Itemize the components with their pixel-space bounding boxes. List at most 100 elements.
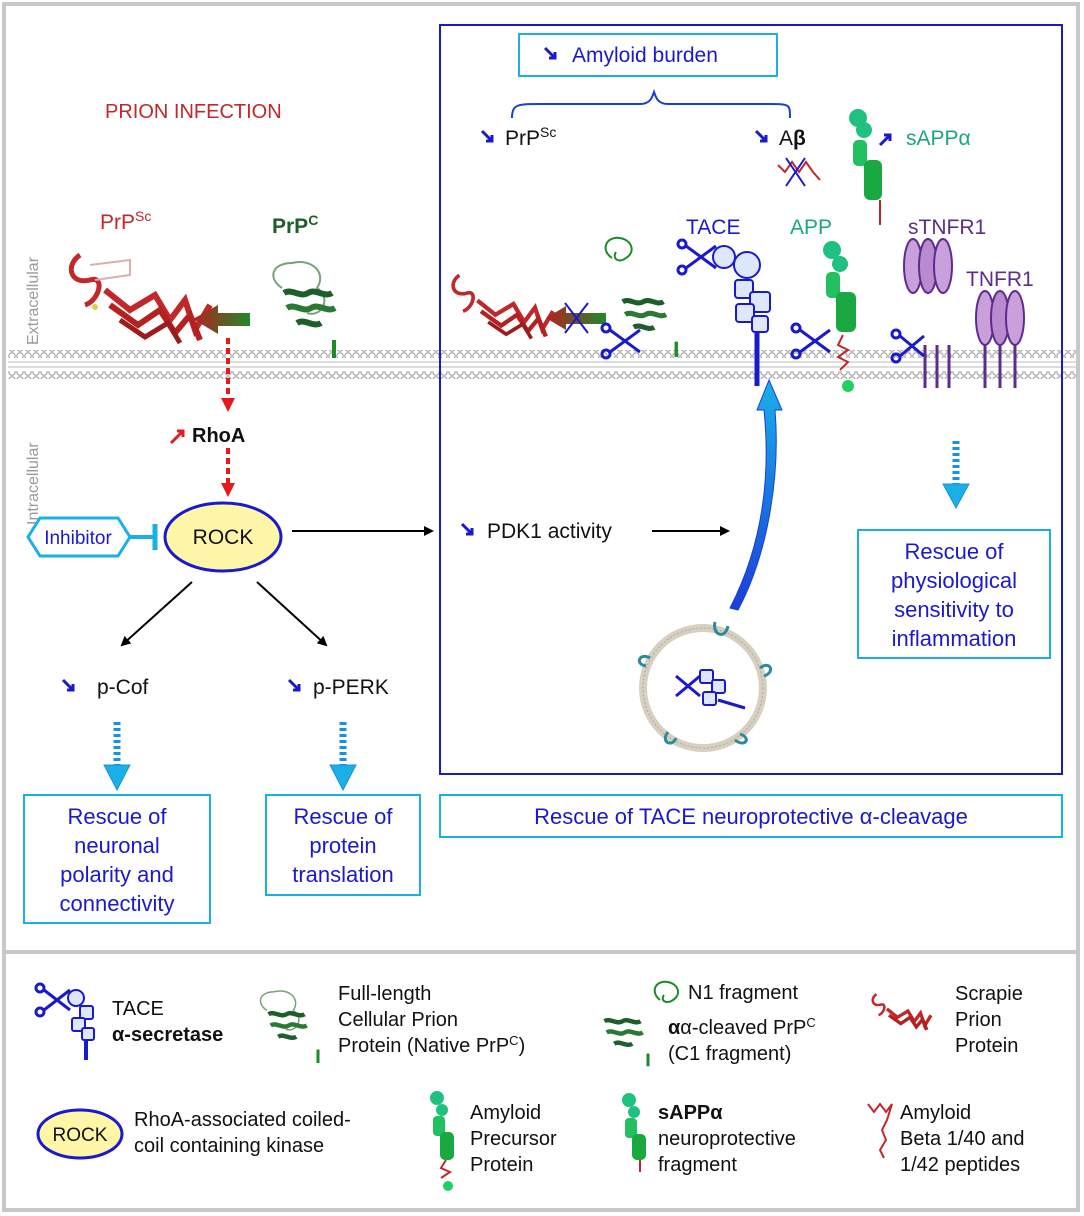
sappa-fragment-icon [849, 109, 882, 225]
legend-abeta-line3: 1/42 peptides [900, 1154, 1020, 1176]
rock-to-pperk-arrow [256, 581, 328, 647]
abeta-label: Aβ [779, 127, 806, 150]
pperk-rescue-arrow [329, 722, 357, 792]
amyloid-brace [511, 88, 791, 119]
app-label: APP [790, 216, 832, 239]
legend-n1-label: N1 fragment [688, 982, 798, 1004]
rescue-polarity-line4: connectivity [60, 891, 175, 916]
prpc-scissors-icon [600, 322, 641, 360]
intracellular-label: Intracellular [25, 442, 42, 525]
rescue-translation-box [265, 794, 421, 896]
abeta-down-icon [754, 129, 768, 143]
rescue-translation-line1: Rescue of [293, 804, 393, 829]
amyloid-burden-box [518, 33, 778, 77]
legend-sappa-icon [622, 1093, 646, 1172]
rhoa-up-icon [169, 429, 185, 445]
pcof-label: p-Cof [97, 676, 149, 699]
c1-fragment-icon [621, 298, 678, 358]
legend-scrapie-line1: Scrapie [955, 983, 1023, 1005]
conversion-arrow [193, 305, 250, 334]
stnfr1-label: sTNFR1 [908, 216, 986, 239]
rock-to-pcof-arrow [120, 581, 193, 647]
tnfr1-stumps-icon [923, 345, 951, 388]
tnfr1-label: TNFR1 [966, 268, 1034, 291]
inhibitor-label: Inhibitor [44, 528, 112, 549]
prpc-label: PrPC [272, 212, 318, 238]
n1-fragment-icon [604, 236, 633, 262]
tace-enzyme-icon [676, 238, 771, 386]
prpsc-label: PrPSc [100, 208, 151, 234]
rock-label: ROCK [193, 526, 254, 549]
rescue-inflammation-line3: sensitivity to [894, 597, 1014, 622]
tace-label: TACE [686, 216, 740, 239]
rescue-polarity-line1: Rescue of [67, 804, 167, 829]
pdk1-down-icon [460, 522, 474, 536]
tace-panel-frame [439, 24, 1063, 775]
pperk-label: p-PERK [313, 676, 389, 699]
legend-scrapie-line2: Prion [955, 1009, 1002, 1031]
rock-node [163, 501, 283, 573]
extracellular-label: Extracellular [25, 256, 42, 345]
pcof-down-icon [61, 678, 75, 692]
rescue-translation-line3: translation [292, 862, 394, 887]
legend-abeta-icon [867, 1102, 893, 1159]
legend-c1-line1: αα-cleaved PrPC [668, 1015, 816, 1039]
legend-prpc-line3: Protein (Native PrPC) [338, 1033, 525, 1057]
legend-prpc-line1: Full-length [338, 983, 431, 1005]
tace-trafficking-arrow [729, 378, 783, 611]
cell-membrane [8, 350, 1076, 379]
inflammation-rescue-arrow [942, 441, 970, 510]
legend-rock-desc-line2: coil containing kinase [134, 1135, 324, 1157]
legend-prpc-line2: Cellular Prion [338, 1009, 458, 1031]
legend-tace-icon [34, 982, 95, 1060]
legend-sappa-line2: neuroprotective [658, 1128, 796, 1150]
rescue-inflammation-line2: physiological [891, 568, 1017, 593]
sappa-up-icon [878, 133, 892, 147]
rhoa-label: RhoA [192, 425, 245, 447]
legend-rock-chip-label: ROCK [53, 1125, 108, 1146]
prpsc-down-icon [480, 129, 494, 143]
rescue-inflammation-line4: inflammation [892, 626, 1017, 651]
right-prpsc-label: PrPSc [505, 124, 556, 150]
rescue-polarity-box [23, 794, 211, 924]
legend-n1-icon [653, 980, 679, 1004]
rescue-polarity-line3: polarity and [60, 862, 174, 887]
legend-sappa-line1: sAPPα [658, 1102, 723, 1124]
legend-c1-line2: (C1 fragment) [668, 1043, 791, 1065]
legend-abeta-line2: Beta 1/40 and [900, 1128, 1025, 1150]
sappa-label: sAPPα [906, 127, 971, 150]
legend-rock-chip [36, 1108, 124, 1160]
pcof-rescue-arrow [103, 722, 131, 792]
prpsc-protein-icon [68, 252, 213, 345]
legend-full-prpc-icon [259, 990, 320, 1063]
legend-abeta-line1: Amyloid [900, 1102, 971, 1124]
rescue-polarity-line2: neuronal [74, 833, 160, 858]
legend-app-line2: Precursor [470, 1128, 557, 1150]
right-prpsc-icon [451, 273, 555, 340]
legend-tace-line2: α-secretase [112, 1024, 223, 1046]
legend-app-line1: Amyloid [470, 1102, 541, 1124]
tnfr1-icon [975, 290, 1025, 388]
blocked-conversion-arrow [546, 302, 606, 334]
rescue-tace-label: Rescue of TACE neuroprotective α-cleavag… [534, 804, 968, 829]
app-protein-icon [823, 241, 856, 392]
rescue-translation-line2: protein [309, 833, 376, 858]
amyloid-burden-label: Amyloid burden [572, 44, 718, 67]
legend-app-line3: Protein [470, 1154, 533, 1176]
title-prion-infection: PRION INFECTION [105, 101, 282, 123]
legend-tace-line1: TACE [112, 998, 164, 1020]
pdk1-label: PDK1 activity [487, 520, 612, 543]
legend-app-icon [430, 1091, 454, 1191]
app-scissors-icon [790, 322, 831, 360]
stnfr1-icon [903, 238, 953, 294]
legend-sappa-line3: fragment [658, 1154, 737, 1176]
legend-c1-icon [603, 1017, 650, 1067]
rescue-inflammation-box [857, 529, 1051, 659]
legend-scrapie-line3: Protein [955, 1035, 1018, 1057]
abeta-crossed-icon [777, 157, 821, 187]
tnfr1-scissors-icon [890, 328, 925, 364]
pperk-down-icon [287, 678, 301, 692]
rescue-tace-box [439, 794, 1063, 838]
